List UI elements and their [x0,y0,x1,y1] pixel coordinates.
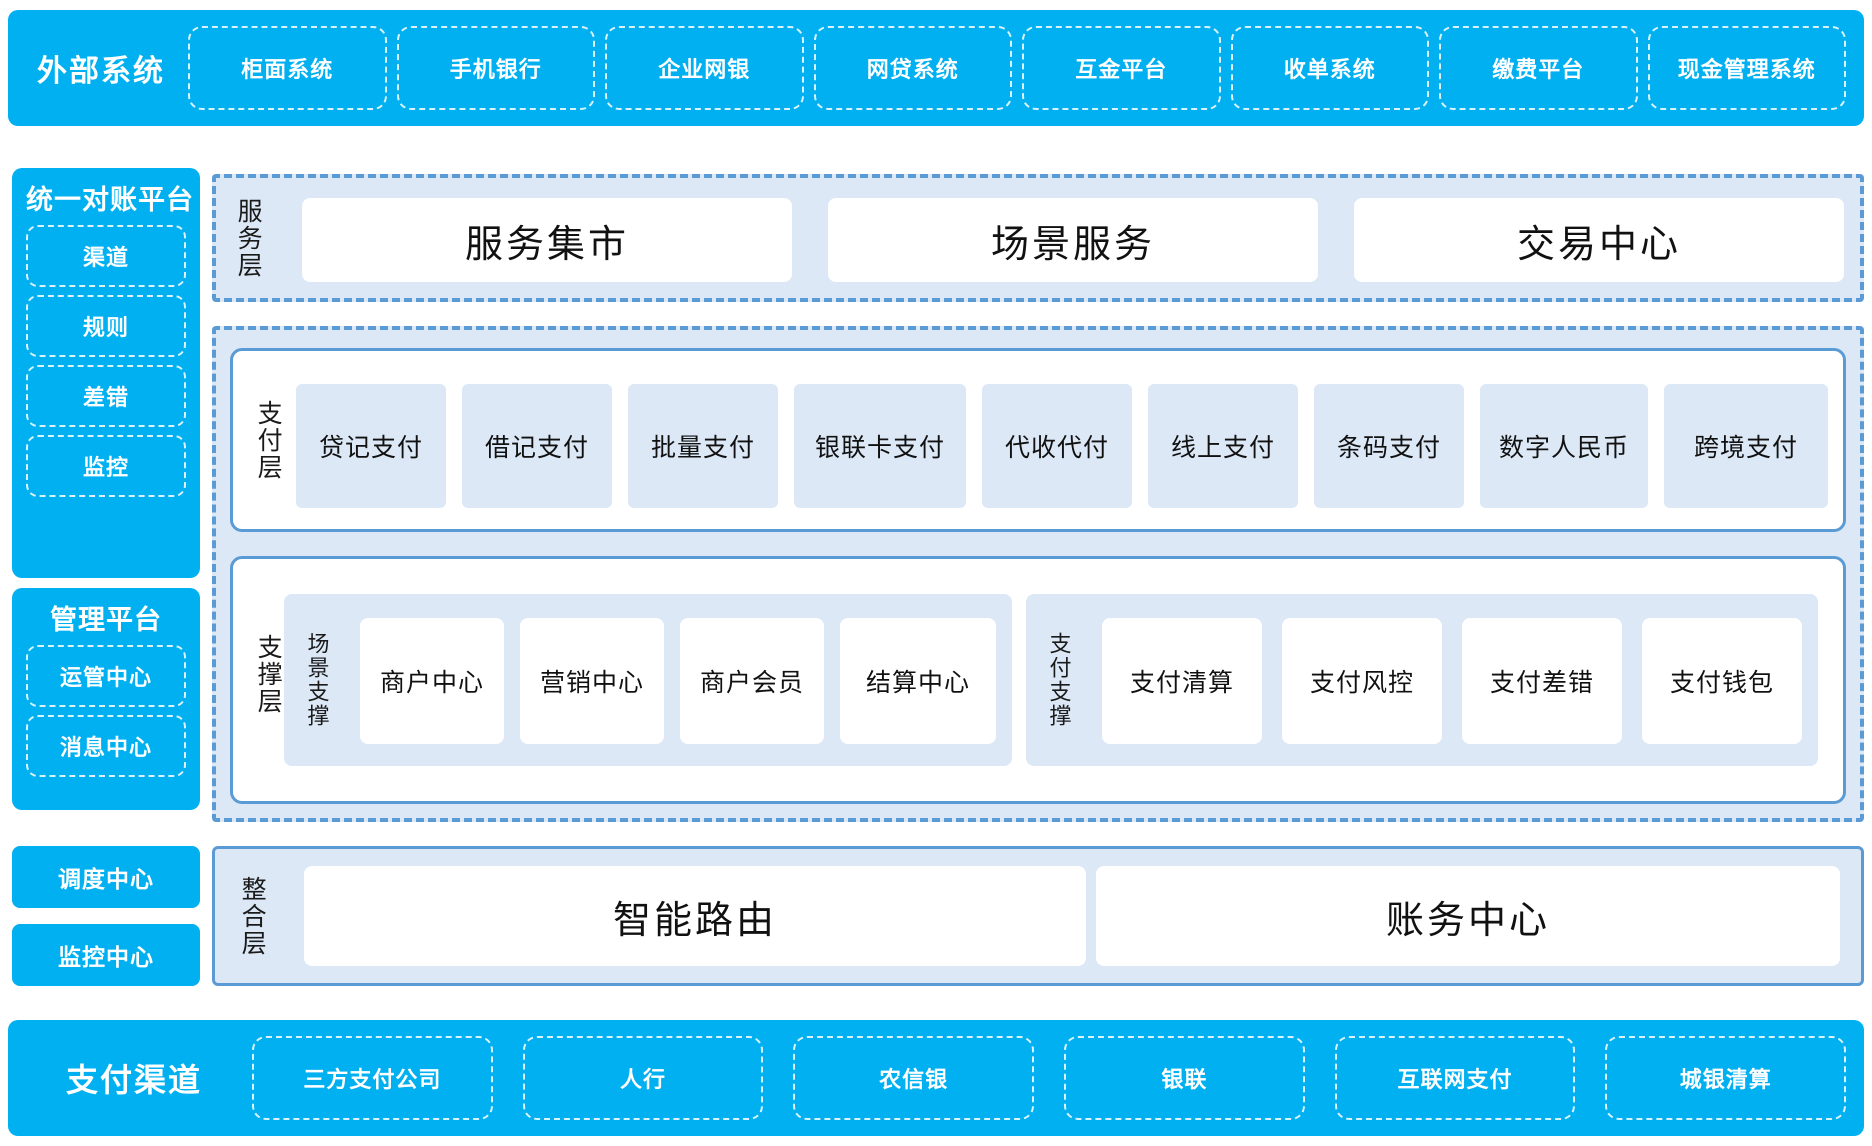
support-layer-cell-payment-clearing[interactable]: 支付清算 [1102,618,1262,744]
service-layer-cell-transaction-center[interactable]: 交易中心 [1354,198,1844,282]
sidebar-item-operations-center[interactable]: 运管中心 [26,645,186,707]
sidebar-reconciliation-platform: 统一对账平台 渠道 规则 差错 监控 [12,168,200,578]
payment-channel-chip[interactable]: 农信银 [793,1036,1035,1120]
payment-channel-chip[interactable]: 人行 [522,1036,764,1120]
payment-layer-cell-debit-payment[interactable]: 借记支付 [462,384,612,508]
external-system-chip[interactable]: 企业网银 [605,26,804,110]
service-layer-cell-service-market[interactable]: 服务集市 [302,198,792,282]
payment-channels-title: 支付渠道 [65,1062,202,1098]
payment-layer-label: 支付层 [254,399,283,481]
sidebar-management-platform: 管理平台 运管中心 消息中心 [12,588,200,810]
sidebar-item-error[interactable]: 差错 [26,365,186,427]
service-layer-label: 服务层 [234,197,263,279]
support-layer-group-payment-label: 支付支撑 [1046,632,1072,728]
payment-channel-chip[interactable]: 城银清算 [1605,1036,1847,1120]
reconciliation-platform-title: 统一对账平台 [26,185,194,215]
integration-layer-cell-accounting-center[interactable]: 账务中心 [1096,866,1840,966]
support-layer-cell-merchant-member[interactable]: 商户会员 [680,618,824,744]
support-layer-cell-settlement-center[interactable]: 结算中心 [840,618,996,744]
support-layer-cell-merchant-center[interactable]: 商户中心 [360,618,504,744]
integration-layer-label: 整合层 [238,875,267,957]
payment-layer-cell-batch-payment[interactable]: 批量支付 [628,384,778,508]
sidebar-item-monitor[interactable]: 监控 [26,435,186,497]
support-layer-cell-payment-wallet[interactable]: 支付钱包 [1642,618,1802,744]
integration-layer-cell-smart-routing[interactable]: 智能路由 [304,866,1086,966]
payment-channels-items: 三方支付公司 人行 农信银 银联 互联网支付 城银清算 [252,1036,1847,1120]
payment-channel-chip[interactable]: 互联网支付 [1334,1036,1576,1120]
external-system-chip[interactable]: 柜面系统 [188,26,387,110]
payment-layer-cell-cross-border-payment[interactable]: 跨境支付 [1664,384,1828,508]
sidebar-item-dispatch-center[interactable]: 调度中心 [12,846,200,908]
payment-layer-cell-collection-payment[interactable]: 代收代付 [982,384,1132,508]
payment-channels-banner: 支付渠道 三方支付公司 人行 农信银 银联 互联网支付 城银清算 [8,1020,1864,1136]
payment-channel-chip[interactable]: 银联 [1064,1036,1305,1120]
sidebar-item-message-center[interactable]: 消息中心 [26,715,186,777]
payment-layer-cell-digital-rmb[interactable]: 数字人民币 [1480,384,1648,508]
sidebar-item-channel[interactable]: 渠道 [26,225,186,287]
payment-layer-cell-online-payment[interactable]: 线上支付 [1148,384,1298,508]
external-system-chip[interactable]: 网贷系统 [813,26,1012,110]
payment-layer-cell-unionpay-card[interactable]: 银联卡支付 [794,384,966,508]
support-layer-label: 支撑层 [254,633,283,715]
payment-layer-cell-credit-payment[interactable]: 贷记支付 [296,384,446,508]
support-layer-group-scenario-label: 场景支撑 [304,632,330,728]
external-system-chip[interactable]: 收单系统 [1230,26,1429,110]
external-system-chip[interactable]: 缴费平台 [1439,26,1638,110]
external-systems-items: 柜面系统 手机银行 企业网银 网贷系统 互金平台 收单系统 缴费平台 现金管理系… [188,26,1846,110]
external-systems-banner: 外部系统 柜面系统 手机银行 企业网银 网贷系统 互金平台 收单系统 缴费平台 … [8,10,1864,126]
external-system-chip[interactable]: 互金平台 [1022,26,1221,110]
external-systems-title: 外部系统 [37,55,165,88]
payment-channel-chip[interactable]: 三方支付公司 [252,1036,493,1120]
management-platform-title: 管理平台 [50,605,162,635]
sidebar-item-monitoring-center[interactable]: 监控中心 [12,924,200,986]
external-system-chip[interactable]: 现金管理系统 [1647,26,1846,110]
external-system-chip[interactable]: 手机银行 [396,26,595,110]
service-layer-cell-scenario-service[interactable]: 场景服务 [828,198,1318,282]
support-layer-cell-payment-error[interactable]: 支付差错 [1462,618,1622,744]
support-layer-cell-payment-risk-control[interactable]: 支付风控 [1282,618,1442,744]
payment-layer-cell-barcode-payment[interactable]: 条码支付 [1314,384,1464,508]
support-layer-cell-marketing-center[interactable]: 营销中心 [520,618,664,744]
sidebar-item-rule[interactable]: 规则 [26,295,186,357]
